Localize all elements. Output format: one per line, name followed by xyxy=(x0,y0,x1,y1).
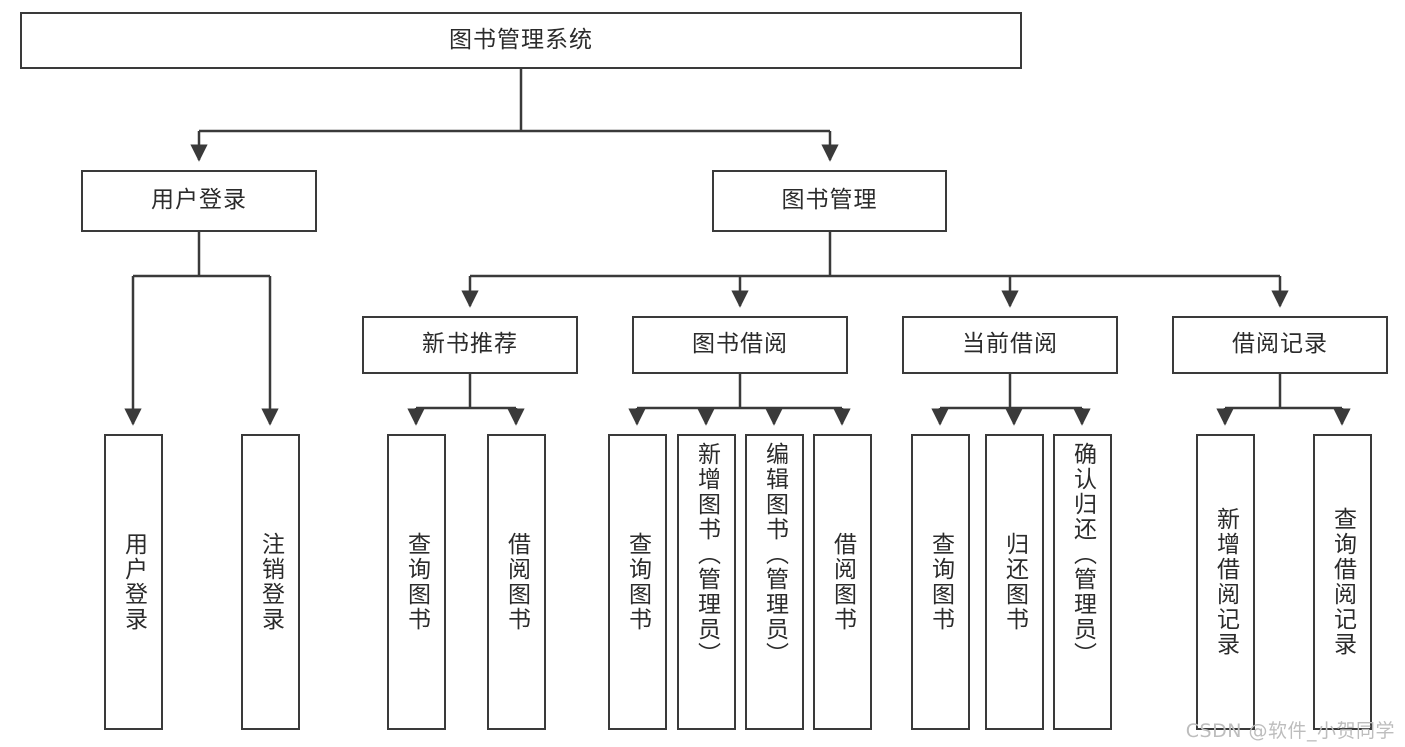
node-new-book-rec[interactable]: 新书推荐 xyxy=(362,316,578,374)
leaf-user-logout-label: 注销登录 xyxy=(257,532,284,632)
leaf-bb-query-book[interactable]: 查询图书 xyxy=(608,434,667,730)
node-book-manage[interactable]: 图书管理 xyxy=(712,170,947,232)
leaf-br-query-record-label: 查询借阅记录 xyxy=(1329,507,1356,657)
node-borrow-record-label: 借阅记录 xyxy=(1232,331,1328,358)
node-borrow-record[interactable]: 借阅记录 xyxy=(1172,316,1388,374)
leaf-cb-confirm-return[interactable]: 确认归还（管理员） xyxy=(1053,434,1112,730)
node-book-manage-label: 图书管理 xyxy=(781,187,878,214)
leaf-br-query-record[interactable]: 查询借阅记录 xyxy=(1313,434,1372,730)
node-root-label: 图书管理系统 xyxy=(449,26,593,53)
node-new-book-rec-label: 新书推荐 xyxy=(422,331,518,358)
watermark-text: CSDN @软件_小贺同学 xyxy=(1185,720,1395,742)
leaf-bb-borrow-book-label: 借阅图书 xyxy=(829,532,856,632)
leaf-br-add-record[interactable]: 新增借阅记录 xyxy=(1196,434,1255,730)
node-book-borrow-label: 图书借阅 xyxy=(692,331,788,358)
leaf-bb-edit-book[interactable]: 编辑图书（管理员） xyxy=(745,434,804,730)
leaf-bb-edit-book-label: 编辑图书（管理员） xyxy=(761,442,788,667)
node-user-login[interactable]: 用户登录 xyxy=(81,170,317,232)
leaf-bb-add-book-label: 新增图书（管理员） xyxy=(693,442,720,667)
leaf-user-login-do-label: 用户登录 xyxy=(120,532,147,632)
leaf-user-logout[interactable]: 注销登录 xyxy=(241,434,300,730)
leaf-cb-return-book-label: 归还图书 xyxy=(1001,532,1028,632)
leaf-rec-query-book[interactable]: 查询图书 xyxy=(387,434,446,730)
node-book-borrow[interactable]: 图书借阅 xyxy=(632,316,848,374)
leaf-bb-query-book-label: 查询图书 xyxy=(624,532,651,632)
leaf-bb-add-book[interactable]: 新增图书（管理员） xyxy=(677,434,736,730)
leaf-br-add-record-label: 新增借阅记录 xyxy=(1212,507,1239,657)
leaf-cb-confirm-return-label: 确认归还（管理员） xyxy=(1069,442,1096,667)
leaf-cb-return-book[interactable]: 归还图书 xyxy=(985,434,1044,730)
leaf-user-login-do[interactable]: 用户登录 xyxy=(104,434,163,730)
leaf-rec-query-book-label: 查询图书 xyxy=(403,532,430,632)
leaf-cb-query-book-label: 查询图书 xyxy=(927,532,954,632)
leaf-cb-query-book[interactable]: 查询图书 xyxy=(911,434,970,730)
leaf-bb-borrow-book[interactable]: 借阅图书 xyxy=(813,434,872,730)
node-user-login-label: 用户登录 xyxy=(151,187,247,214)
node-root[interactable]: 图书管理系统 xyxy=(20,12,1022,69)
node-current-borrow[interactable]: 当前借阅 xyxy=(902,316,1118,374)
leaf-rec-borrow-book-label: 借阅图书 xyxy=(503,532,530,632)
leaf-rec-borrow-book[interactable]: 借阅图书 xyxy=(487,434,546,730)
node-current-borrow-label: 当前借阅 xyxy=(962,331,1058,358)
